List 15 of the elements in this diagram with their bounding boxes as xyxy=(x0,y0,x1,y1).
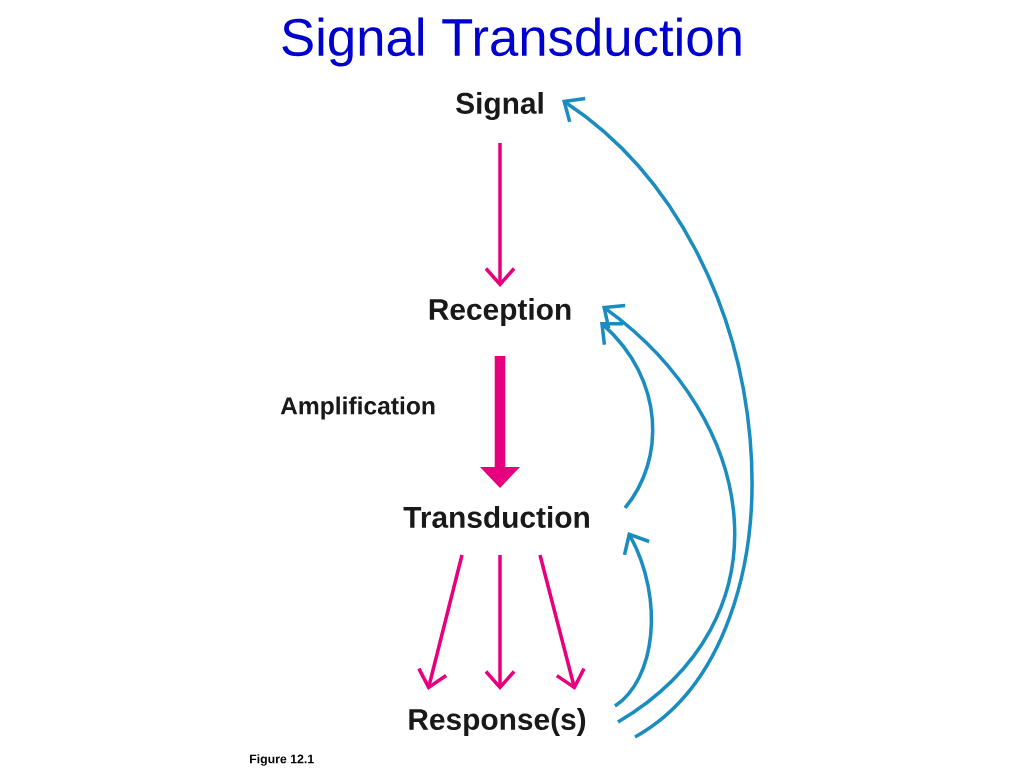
arrow xyxy=(613,532,654,708)
arrow xyxy=(538,554,586,690)
step-label: Signal xyxy=(456,92,543,120)
arrow xyxy=(602,303,736,724)
step-label: Transduction xyxy=(403,506,589,528)
arrow xyxy=(562,96,754,739)
figure-number: Figure 12.1 xyxy=(250,754,314,766)
step-label: Response(s) xyxy=(409,708,586,736)
step-label: Reception xyxy=(429,298,571,326)
edge-label: Amplification xyxy=(278,394,438,422)
arrow xyxy=(600,322,655,510)
arrow xyxy=(484,555,516,690)
title: Signal Transduction xyxy=(282,17,741,67)
arrow xyxy=(417,554,464,690)
arrow xyxy=(484,143,516,287)
